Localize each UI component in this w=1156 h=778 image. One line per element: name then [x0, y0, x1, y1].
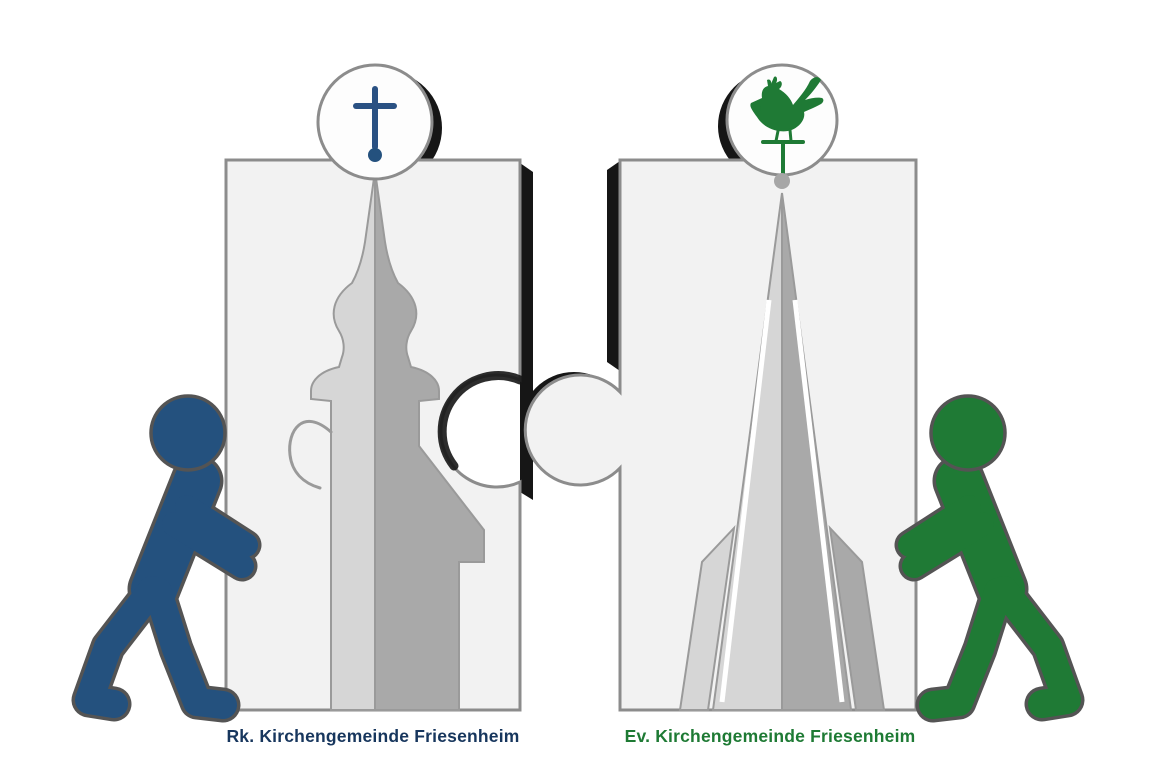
socket-hole-shadow: [437, 371, 525, 471]
catholic-parish-label: Rk. Kirchengemeinde Friesenheim: [226, 726, 520, 746]
tower-left-half: [310, 170, 376, 711]
blue-figure-head: [149, 394, 227, 472]
protestant-badge: [725, 63, 839, 189]
protestant-finial-dot: [774, 173, 790, 189]
green-figure-legs: [919, 576, 1081, 719]
protestant-pushing-figure: [894, 394, 1085, 723]
latin-cross-icon: [353, 86, 397, 150]
catholic-pushing-figure: [71, 394, 262, 723]
spire-buttress-right: [828, 525, 886, 711]
weathercock-rooster-icon: [750, 76, 824, 175]
protestant-spire-silhouette: [678, 192, 886, 711]
spire-buttress-left: [678, 525, 736, 711]
catholic-tower-silhouette: [288, 170, 485, 711]
left-puzzle-piece: [224, 63, 533, 712]
protestant-parish-label: Ev. Kirchengemeinde Friesenheim: [624, 726, 916, 746]
blue-figure-legs: [75, 576, 237, 719]
spire-ridge-gap-right: [792, 299, 845, 703]
green-figure-arms: [898, 495, 994, 578]
tower-right-half: [374, 170, 485, 711]
catholic-badge: [316, 63, 434, 181]
blue-figure-arms: [162, 495, 258, 578]
green-figure-head: [929, 394, 1007, 472]
right-puzzle-piece: [520, 63, 918, 712]
spire-ridge-gap-left: [719, 299, 772, 703]
catholic-finial-dot: [368, 148, 382, 162]
tower-apse-roof-line: [288, 419, 333, 490]
right-piece-edge-shadow: [607, 161, 620, 371]
